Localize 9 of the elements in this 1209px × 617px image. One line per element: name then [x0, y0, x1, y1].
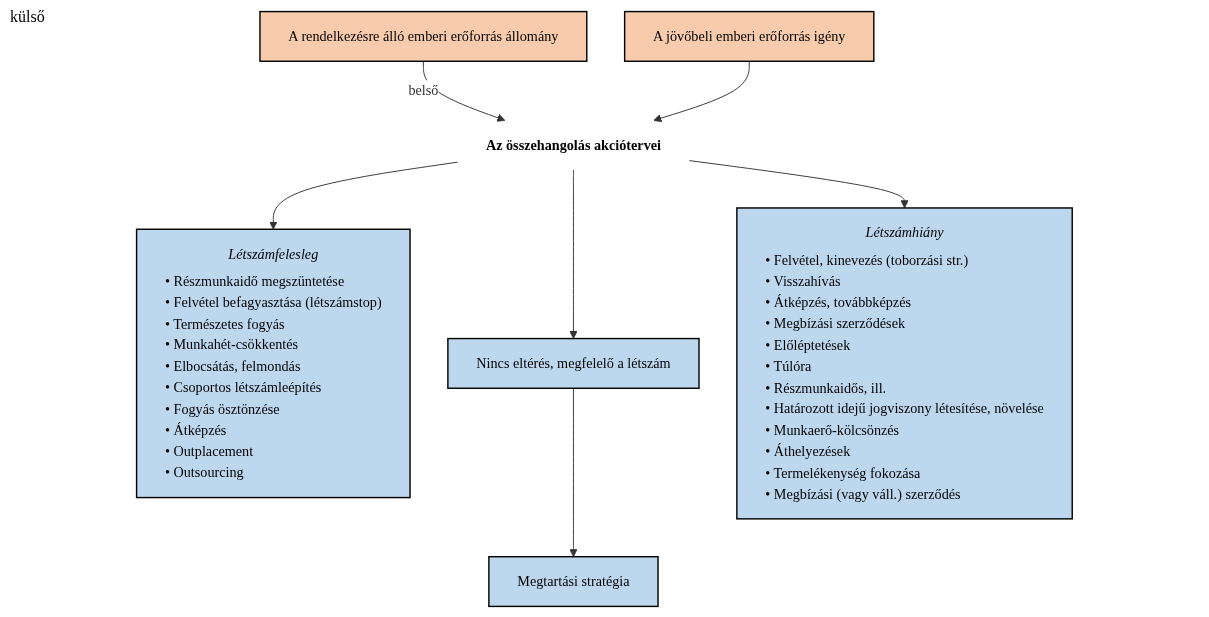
- side-label: külső: [10, 8, 45, 26]
- node-box: Nincs eltérés, megfelelő a létszám: [447, 337, 700, 389]
- node-box: A jövőbeli emberi erőforrás igény: [624, 10, 875, 62]
- node-box: Megtartási stratégia: [488, 555, 659, 607]
- edge-label: belső: [408, 82, 439, 98]
- node-text: Az összehangolás akciótervei: [486, 136, 662, 153]
- node-box: A rendelkezésre álló emberi erőforrás állomány: [259, 10, 588, 62]
- node-box: Létszámfelesleg • Részmunkaidő megszüntetése • Felvétel befagyasztása (létszámstop) • Természetes fogyás • Munkahét-csökkentés • Elbocsátás, felmondás • Csoportos létszámleépítés • Fogyás ösztönzése • Átképzés • Outplacement • Outsourcing: [135, 228, 411, 498]
- node-box: Létszámhiány • Felvétel, kinevezés (toborzási str.) • Visszahívás • Átképzés, továbbképzés • Megbízási szerződések • Előléptetések • Túlóra • Részmunkaidős, ill. • Határozott idejű jogviszony létesítése, növelése • Munkaerő-kölcsönzés • Áthelyezések • Termelékenység fokozása • Megbízási (vagy váll.) szerződés: [736, 206, 1074, 520]
